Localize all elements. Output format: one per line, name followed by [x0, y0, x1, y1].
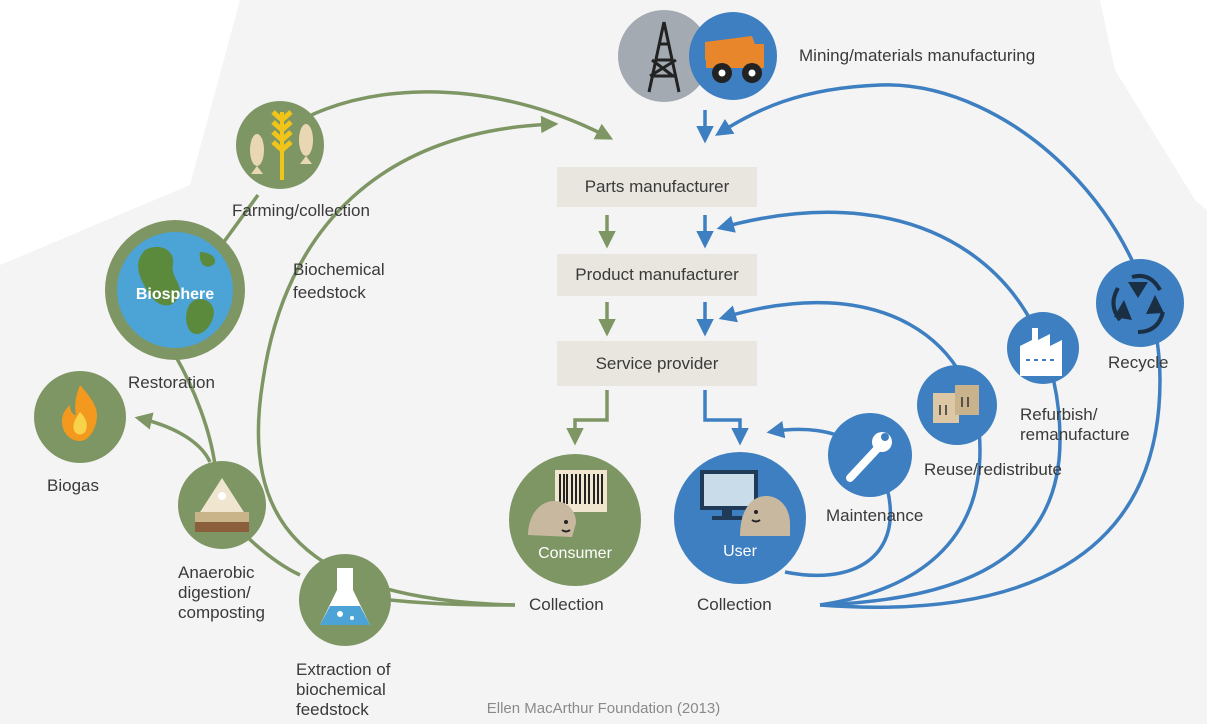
biochemical-feedstock-label-2: feedstock — [293, 283, 366, 302]
blue-maintenance-loop — [766, 421, 893, 578]
user-collection-label: Collection — [697, 595, 772, 614]
extraction-label-1: Extraction of — [296, 660, 391, 679]
extraction-label-3: feedstock — [296, 700, 369, 719]
green-arrow-service-consumer — [566, 390, 609, 446]
wheat-fish-icon — [236, 101, 324, 189]
recycle-label: Recycle — [1108, 353, 1169, 372]
computer-icon — [674, 452, 806, 584]
green-line-biosphere-anaerobic — [173, 354, 217, 466]
consumer-head-icon — [528, 501, 576, 537]
oil-rig-icon — [618, 10, 710, 102]
service-provider-box: Service provider — [557, 341, 757, 386]
blue-arrow-service-user — [703, 390, 749, 446]
blue-refurbish-loop — [716, 210, 1062, 607]
biogas-label: Biogas — [47, 476, 99, 495]
credit-caption: Ellen MacArthur Foundation (2013) — [486, 700, 721, 717]
recycle-icon — [1096, 259, 1184, 347]
reuse-label: Reuse/redistribute — [924, 460, 1062, 479]
anaerobic-label-3: composting — [178, 603, 265, 622]
wrench-icon — [828, 413, 912, 497]
maintenance-label: Maintenance — [826, 506, 924, 525]
farming-label: Farming/collection — [232, 201, 370, 220]
boxes-icon — [917, 365, 997, 445]
anaerobic-label-1: Anaerobic — [178, 563, 255, 582]
flame-icon — [34, 371, 126, 463]
refurbish-label-1: Refurbish/ — [1020, 405, 1098, 424]
refurbish-label-2: remanufacture — [1020, 425, 1130, 444]
parts-manufacturer-box: Parts manufacturer — [557, 167, 757, 207]
product-manufacturer-box: Product manufacturer — [557, 254, 757, 296]
blue-reuse-loop — [718, 300, 982, 607]
factory-icon — [1007, 312, 1079, 384]
restoration-label: Restoration — [128, 373, 215, 392]
mining-label: Mining/materials manufacturing — [799, 46, 1036, 65]
anaerobic-label-2: digestion/ — [178, 583, 251, 602]
user-label: User — [723, 543, 757, 560]
green-arrow-to-biogas — [134, 412, 212, 463]
green-line-extraction-collection — [389, 598, 516, 607]
biosphere-label: Biosphere — [135, 286, 215, 303]
soil-layers-icon — [178, 461, 266, 549]
blue-recycle-loop — [715, 83, 1162, 609]
user-head-icon — [740, 496, 790, 536]
consumer-collection-label: Collection — [529, 595, 604, 614]
extraction-label-2: biochemical — [296, 680, 386, 699]
biochemical-feedstock-label-1: Biochemical — [293, 260, 385, 279]
dump-truck-icon — [689, 12, 777, 100]
flask-icon — [299, 554, 391, 646]
globe-icon — [105, 220, 245, 360]
consumer-label: Consumer — [538, 545, 612, 562]
